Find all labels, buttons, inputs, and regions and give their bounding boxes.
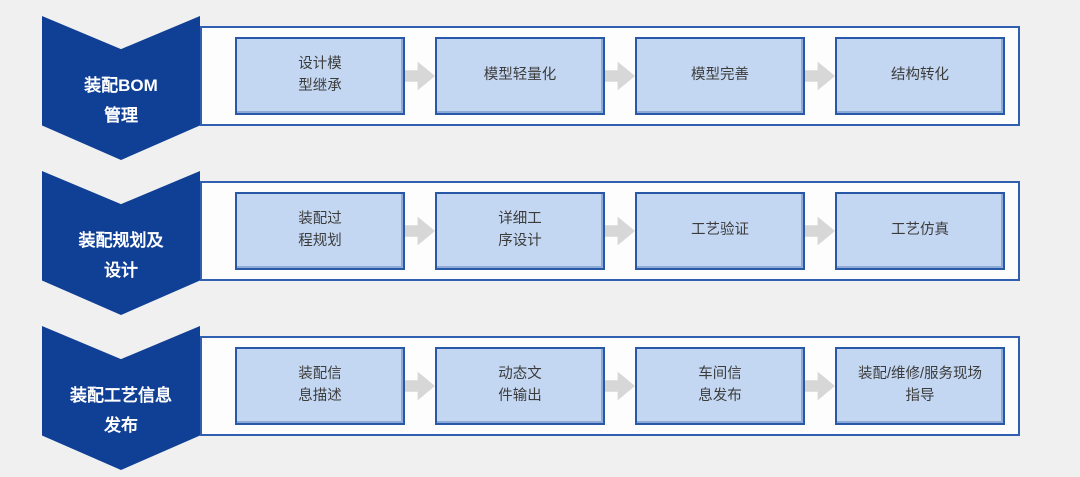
step-box: 结构转化 <box>835 37 1005 115</box>
stage-chevron-assembly-planning: 装配规划及 设计 <box>42 171 200 315</box>
step-box: 模型完善 <box>635 37 805 115</box>
right-block-arrow-icon <box>605 61 635 91</box>
step-box: 详细工 序设计 <box>435 192 605 270</box>
right-block-arrow-icon <box>605 216 635 246</box>
right-block-arrow-icon <box>405 61 435 91</box>
step-box: 动态文 件输出 <box>435 347 605 425</box>
step-label: 工艺仿真 <box>891 222 949 239</box>
right-block-arrow-icon <box>805 61 835 91</box>
step-label: 结构转化 <box>891 67 949 84</box>
step-box: 装配信 息描述 <box>235 347 405 425</box>
step-label: 工艺验证 <box>691 222 749 239</box>
step-label: 车间信 息发布 <box>698 366 742 404</box>
step-label: 设计模 型继承 <box>298 56 342 94</box>
process-row-bom-management: 装配BOM 管理 设计模 型继承 模型轻量化 模型完善 结构转化 <box>0 12 1080 167</box>
step-box: 设计模 型继承 <box>235 37 405 115</box>
right-block-arrow-icon <box>405 216 435 246</box>
process-row-process-info-release: 装配工艺信息 发布 装配信 息描述 动态文 件输出 车间信 息发布 装配/维修/… <box>0 322 1080 477</box>
stage-label: 装配规划及 设计 <box>78 231 164 280</box>
step-label: 模型完善 <box>691 67 749 84</box>
step-box: 模型轻量化 <box>435 37 605 115</box>
step-label: 装配信 息描述 <box>298 366 342 404</box>
stage-chevron-bom-management: 装配BOM 管理 <box>42 16 200 160</box>
step-box: 工艺验证 <box>635 192 805 270</box>
stage-steps-container: 装配信 息描述 动态文 件输出 车间信 息发布 装配/维修/服务现场 指导 <box>200 336 1020 436</box>
step-label: 模型轻量化 <box>483 67 557 84</box>
stage-steps-container: 设计模 型继承 模型轻量化 模型完善 结构转化 <box>200 26 1020 126</box>
stage-chevron-process-info-release: 装配工艺信息 发布 <box>42 326 200 470</box>
step-label: 装配过 程规划 <box>298 211 342 249</box>
step-box: 工艺仿真 <box>835 192 1005 270</box>
step-box: 装配/维修/服务现场 指导 <box>835 347 1005 425</box>
right-block-arrow-icon <box>405 371 435 401</box>
right-block-arrow-icon <box>805 371 835 401</box>
stage-label: 装配BOM 管理 <box>84 76 158 125</box>
right-block-arrow-icon <box>805 216 835 246</box>
step-label: 动态文 件输出 <box>498 366 542 404</box>
stage-label: 装配工艺信息 发布 <box>70 386 172 435</box>
process-row-assembly-planning: 装配规划及 设计 装配过 程规划 详细工 序设计 工艺验证 工艺仿真 <box>0 167 1080 322</box>
step-box: 装配过 程规划 <box>235 192 405 270</box>
step-label: 详细工 序设计 <box>498 211 542 249</box>
stage-steps-container: 装配过 程规划 详细工 序设计 工艺验证 工艺仿真 <box>200 181 1020 281</box>
right-block-arrow-icon <box>605 371 635 401</box>
step-label: 装配/维修/服务现场 指导 <box>857 366 983 404</box>
step-box: 车间信 息发布 <box>635 347 805 425</box>
